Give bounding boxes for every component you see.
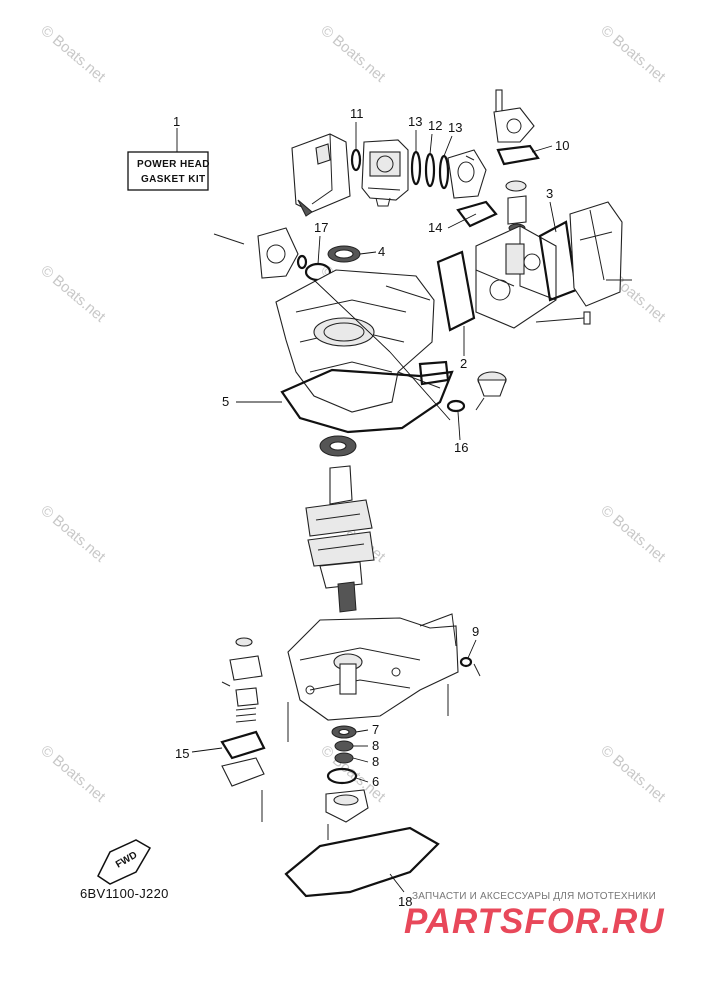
callout-16: 16 xyxy=(454,440,468,455)
callout-15: 15 xyxy=(175,746,189,761)
part-code: 6BV1100-J220 xyxy=(80,886,169,901)
watermark: © Boats.net xyxy=(597,742,669,806)
intake-silencer xyxy=(291,133,351,217)
gasket-kit-label: POWER HEAD GASKET KIT xyxy=(127,128,210,191)
callout-8a: 8 xyxy=(372,738,379,753)
callout-13b: 13 xyxy=(448,120,462,135)
watermark: © Boats.net xyxy=(37,742,109,806)
callout-5: 5 xyxy=(222,394,229,409)
callout-1: 1 xyxy=(173,114,180,129)
fwd-arrow-icon: FWD xyxy=(97,839,152,885)
watermark: © Boats.net xyxy=(37,262,109,326)
oil-filler-cap xyxy=(446,371,507,413)
callout-4: 4 xyxy=(378,244,385,259)
watermark: © Boats.net xyxy=(37,502,109,566)
crankcase-lower xyxy=(287,613,459,721)
watermark: © Boats.net xyxy=(597,502,669,566)
bolts-lower xyxy=(261,663,481,840)
callout-10: 10 xyxy=(555,138,569,153)
callout-6: 6 xyxy=(372,774,379,789)
cylinder-head xyxy=(475,225,557,329)
thermostat-cover xyxy=(493,89,540,233)
leader-lines xyxy=(191,122,557,893)
crankshaft xyxy=(305,465,375,613)
fuel-pump xyxy=(257,227,308,279)
callout-18: 18 xyxy=(398,894,412,909)
brand-tagline: ЗАПЧАСТИ И АКСЕССУАРЫ ДЛЯ МОТОТЕХНИКИ xyxy=(412,891,657,902)
callout-3: 3 xyxy=(546,186,553,201)
gasket-kit-label-line2: GASKET KIT xyxy=(141,174,206,185)
callout-9: 9 xyxy=(472,624,479,639)
crankshaft-bearing xyxy=(319,435,357,457)
callout-2: 2 xyxy=(460,356,467,371)
head-cover xyxy=(538,201,632,307)
crankcase-gasket xyxy=(280,368,454,434)
cover-gasket xyxy=(418,360,450,386)
gasket-kit-label-line1: POWER HEAD xyxy=(137,159,210,170)
watermark: © Boats.net xyxy=(317,22,389,86)
carburetor xyxy=(350,139,409,207)
callout-8b: 8 xyxy=(372,754,379,769)
callout-14: 14 xyxy=(428,220,442,235)
watermark: © Boats.net xyxy=(37,22,109,86)
relief-valve xyxy=(221,637,263,723)
callout-12: 12 xyxy=(428,118,442,133)
gasket-15-cover xyxy=(221,757,265,787)
watermark: © Boats.net xyxy=(597,22,669,86)
callout-11: 11 xyxy=(350,106,364,121)
callouts: 1 11 13 12 13 10 3 14 17 4 2 5 16 9 7 8 … xyxy=(173,106,569,909)
oil-seal-top xyxy=(327,245,361,263)
brand-logo: PARTSFOR.RU xyxy=(404,902,665,941)
gasket-15 xyxy=(220,730,266,760)
callout-13a: 13 xyxy=(408,114,422,129)
cylinder-block xyxy=(275,269,441,413)
callout-17: 17 xyxy=(314,220,328,235)
carburetor-gaskets xyxy=(410,150,450,190)
bolts-upper xyxy=(213,233,591,325)
seal-9 xyxy=(459,656,473,668)
gasket-18 xyxy=(284,826,440,898)
intake-manifold xyxy=(447,149,498,228)
callout-7: 7 xyxy=(372,722,379,737)
oil-pump-housing xyxy=(325,789,369,823)
lower-seals xyxy=(326,725,358,785)
head-gasket xyxy=(436,250,476,332)
